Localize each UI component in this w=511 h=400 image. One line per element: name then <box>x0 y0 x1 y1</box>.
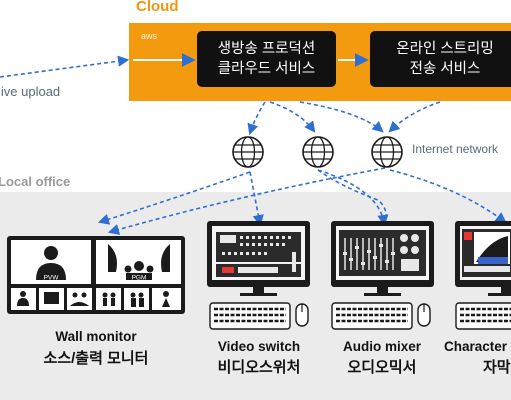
local-office-label: Local office <box>0 174 71 189</box>
keyboard-icon <box>331 302 413 330</box>
stage-icon <box>108 244 170 273</box>
wall-monitor: PVW PGM <box>7 236 185 314</box>
globe-icon <box>371 136 403 168</box>
mouse-icon <box>417 303 431 327</box>
service-label-line2: 전송 서비스 <box>409 61 481 77</box>
character-subtitle: 자막 <box>483 359 511 376</box>
live-production-cloud-service: 생방송 프로덕션 클라우드 서비스 <box>197 31 336 87</box>
audio-mixer-title: Audio mixer <box>342 339 421 354</box>
globe-icon <box>302 136 334 168</box>
character-title: Character <box>444 339 508 354</box>
video-switch-subtitle: 비디오스위처 <box>217 359 301 376</box>
audio-mixer-subtitle: 오디오믹서 <box>347 359 417 376</box>
aws-tag: aws <box>141 31 158 41</box>
streaming-delivery-service: 온라인 스트리밍 전송 서비스 <box>370 31 511 87</box>
pgm-tag: PGM <box>132 275 147 282</box>
globe-icon <box>232 136 264 168</box>
video-switch-workstation <box>207 221 310 330</box>
mouse-icon <box>295 303 309 327</box>
keyboard-icon <box>455 302 511 330</box>
service-label-line2: 클라우드 서비스 <box>217 61 316 77</box>
live-upload-label: live upload <box>0 84 61 99</box>
service-label-line1: 온라인 스트리밍 <box>396 41 494 57</box>
video-switch-title: Video switch <box>217 339 301 354</box>
wall-monitor-title: Wall monitor <box>55 329 137 344</box>
pvw-tag: PVW <box>44 275 60 282</box>
keyboard-icon <box>209 302 291 330</box>
service-label-line1: 생방송 프로덕션 <box>217 41 316 57</box>
internet-network-label: Internet network <box>412 142 499 156</box>
cloud-label: Cloud <box>136 0 179 15</box>
wall-monitor-subtitle: 소스/출력 모니터 <box>43 350 149 367</box>
cloud-internal-arrows <box>0 53 369 78</box>
cloud-to-internet-arrows <box>97 101 507 235</box>
character-generator-workstation <box>455 221 511 330</box>
audio-mixer-workstation <box>331 221 434 330</box>
